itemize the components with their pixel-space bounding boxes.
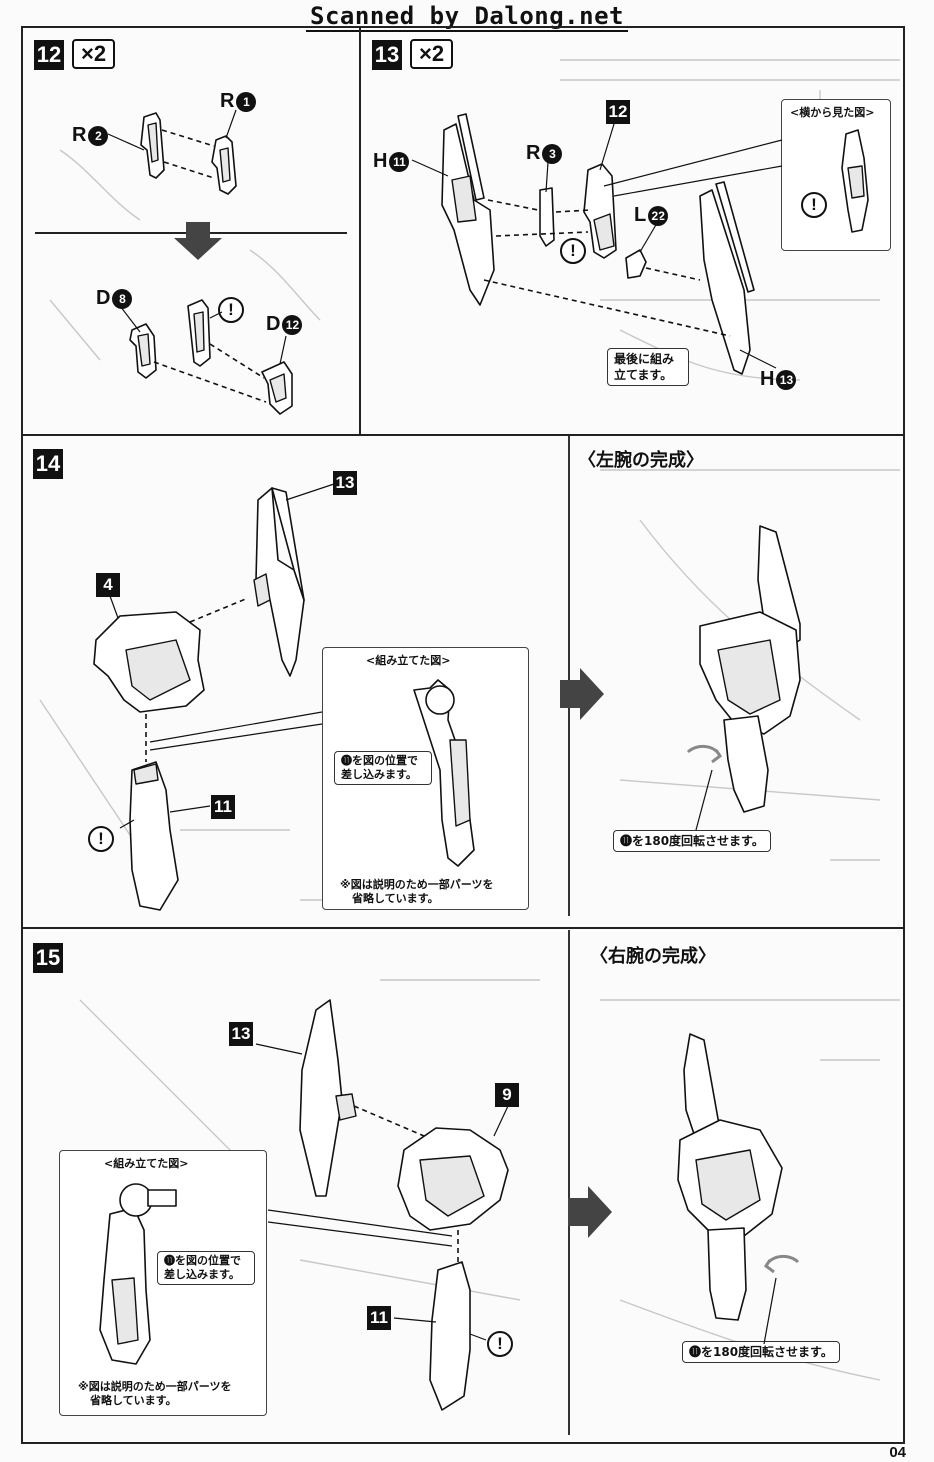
step-14-inset-note: ※図は説明のため一部パーツを 省略しています。 — [340, 878, 493, 906]
step-14-number: 14 — [33, 449, 63, 479]
label-d8-letter: D — [96, 287, 111, 309]
warning-icon-14: ! — [88, 826, 114, 852]
step-14-inset-note-line1: ※図は説明のため一部パーツを — [340, 878, 494, 891]
step-15-inset-callout-line1: ⓫を図の位置で — [164, 1254, 241, 1267]
label-r1-letter: R — [220, 90, 235, 112]
label-h11-num: 11 — [389, 151, 410, 172]
step-15-inset-callout-line2: 差し込みます。 — [164, 1268, 240, 1281]
step-12-number: 12 — [34, 40, 64, 70]
step-14-inset-callout: ⓫を図の位置で 差し込みます。 — [334, 751, 432, 785]
label-d12-num: 12 — [282, 314, 303, 335]
label-r1-num: 1 — [236, 91, 257, 112]
step-14-result-heading: 〈左腕の完成〉 — [578, 450, 704, 471]
watermark-header: Scanned by Dalong.net — [0, 2, 934, 32]
step-14-inset-callout-line1: ⓫を図の位置で — [341, 754, 418, 767]
step-15-inset-note-line2: 省略しています。 — [90, 1394, 177, 1407]
step-14-inset-note-line2: 省略しています。 — [352, 892, 439, 905]
warning-icon-13b: ! — [801, 192, 827, 218]
part-13-blade-15 — [299, 999, 343, 1197]
divider-v-14 — [568, 436, 570, 916]
divider-h-1 — [21, 434, 905, 436]
step-13-callout: 最後に組み 立てます。 — [607, 348, 689, 386]
divider-h-2 — [21, 927, 905, 929]
part-r3 — [539, 187, 555, 247]
watermark-text: Scanned by Dalong.net — [306, 2, 628, 32]
part-l22 — [625, 249, 647, 279]
warning-icon-13a: ! — [560, 238, 586, 264]
label-h13-num: 13 — [776, 369, 797, 390]
step-15-tag-top: 13 — [229, 1022, 253, 1046]
step-13-callout-line1: 最後に組み — [614, 352, 675, 366]
page-frame — [21, 26, 905, 1444]
warning-icon-15: ! — [487, 1331, 513, 1357]
step-14-result-callout: ⓫を180度回転させます。 — [613, 830, 771, 852]
step-15-number: 15 — [33, 943, 63, 973]
label-d12-letter: D — [266, 313, 281, 335]
label-r3-letter: R — [526, 142, 541, 164]
step-13-callout-line2: 立てます。 — [614, 368, 673, 382]
step-14-inset-callout-line2: 差し込みます。 — [341, 768, 417, 781]
step-15-tag-arm: 11 — [367, 1306, 391, 1330]
label-l22-letter: L — [634, 204, 647, 226]
part-11-arm-15 — [429, 1261, 471, 1411]
side-view-title: <横から見た図> — [790, 106, 875, 119]
label-h11-letter: H — [373, 150, 388, 172]
step-13-number: 13 — [372, 40, 402, 70]
step-15-result-heading: 〈右腕の完成〉 — [590, 946, 716, 967]
step-15-result-callout: ⓫を180度回転させます。 — [682, 1341, 840, 1363]
label-l22-num: 22 — [648, 205, 669, 226]
step-14-inset-title: <組み立てた図> — [366, 654, 451, 667]
next-arrow-icon-14 — [560, 668, 604, 720]
step-15-tag-body: 9 — [495, 1083, 519, 1107]
step-14-tag-top: 13 — [333, 471, 357, 495]
label-h13-letter: H — [760, 368, 775, 390]
step-13-part-tag: 12 — [606, 100, 630, 124]
divider-v-15 — [568, 930, 570, 1435]
step-15-inset-callout: ⓫を図の位置で 差し込みます。 — [157, 1251, 255, 1285]
step-13-multiplier: ×2 — [410, 39, 454, 69]
side-view-inset — [781, 99, 891, 251]
down-arrow-icon — [174, 222, 222, 260]
step-15-inset-note-line1: ※図は説明のため一部パーツを — [78, 1380, 232, 1393]
label-r3-num: 3 — [542, 143, 563, 164]
step-12-multiplier: ×2 — [72, 39, 116, 69]
warning-icon-12: ! — [218, 297, 244, 323]
label-r2-num: 2 — [88, 125, 109, 146]
step-15-inset-title: <組み立てた図> — [104, 1157, 189, 1170]
step-14-tag-arm: 11 — [211, 795, 235, 819]
next-arrow-icon-15 — [568, 1186, 612, 1238]
part-h13 — [699, 189, 751, 375]
label-r2-letter: R — [72, 124, 87, 146]
part-11-arm — [129, 761, 179, 911]
page-number: 04 — [889, 1444, 906, 1461]
divider-v-top — [359, 26, 361, 436]
step-14-tag-body: 4 — [96, 573, 120, 597]
step-15-inset-note: ※図は説明のため一部パーツを 省略しています。 — [78, 1380, 231, 1408]
